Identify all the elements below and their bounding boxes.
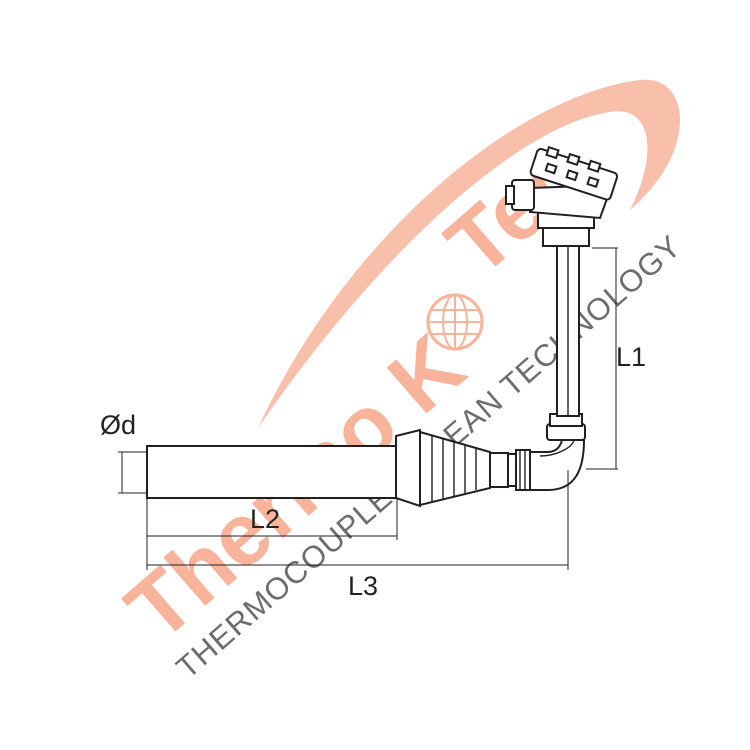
l3-label: L3 xyxy=(348,571,378,601)
dimension-l2: L2 xyxy=(146,498,398,570)
dimension-diameter: Ød xyxy=(100,410,147,494)
dimension-l3: L3 xyxy=(147,470,569,601)
upper-nut xyxy=(546,413,586,441)
elbow-fitting xyxy=(529,439,586,491)
protection-tube xyxy=(146,445,398,499)
dimension-l1: L1 xyxy=(586,247,646,470)
watermark-swoosh xyxy=(258,79,680,428)
diameter-label: Ød xyxy=(100,410,136,440)
thermocouple-assembly xyxy=(146,146,619,508)
union-nut xyxy=(507,449,531,491)
dimension-lines: Ød L1 L2 L3 xyxy=(100,247,646,601)
terminal-head xyxy=(505,146,619,247)
l2-label: L2 xyxy=(250,504,280,534)
terminal-cover xyxy=(529,146,619,201)
ceramic-collar xyxy=(395,428,509,508)
extension-tube xyxy=(556,245,580,417)
globe-icon xyxy=(426,293,484,351)
l1-label: L1 xyxy=(616,342,646,372)
